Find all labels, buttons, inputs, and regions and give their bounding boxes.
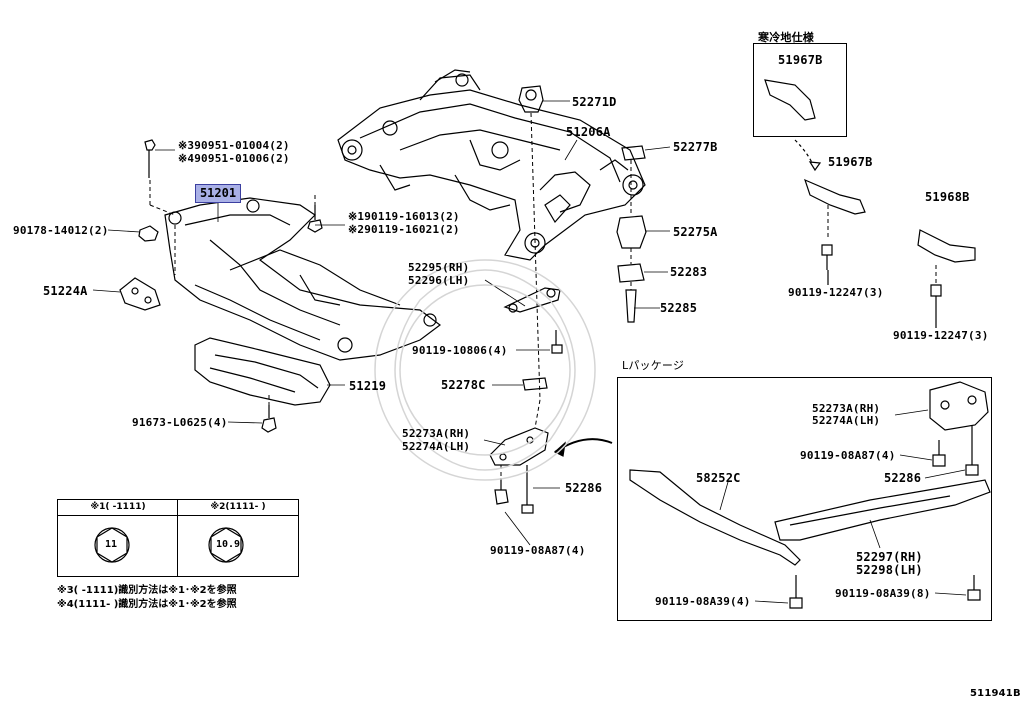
box-part-label-52273A[interactable]: 52273A(RH)	[812, 402, 881, 415]
watermark	[374, 259, 596, 481]
part-label-52278C[interactable]: 52278C	[441, 378, 486, 392]
subframe-assembly-drawing	[337, 69, 646, 261]
part-label-90178[interactable]: 90178-14012(2)	[13, 224, 109, 237]
cold-region-title: 寒冷地仕様	[758, 31, 814, 44]
note-3: ※3( -1111)識別方法は※1･※2を参照	[57, 585, 237, 596]
part-label-52273A[interactable]: 52273A(RH)	[402, 427, 471, 440]
box-part-label-90119-08A87[interactable]: 90119-08A87(4)	[800, 449, 896, 462]
table-header-2: ※2(1111- )	[178, 500, 298, 516]
cold-region-brackets-drawing	[764, 79, 976, 328]
l-package-drawing	[629, 381, 991, 609]
bolt-identification-table: ※1( -1111) ※2(1111- )	[57, 499, 299, 577]
under-cover-51219-drawing	[194, 337, 331, 406]
ref-label-1[interactable]: ※190119-16013(2)	[348, 210, 460, 223]
bolt-mark-11: 11	[105, 539, 118, 550]
diagram-id: 511941B	[970, 688, 1021, 699]
table-header-1: ※1( -1111)	[58, 500, 178, 516]
table-nut-drawings	[94, 527, 244, 563]
l-package-title: Lパッケージ	[622, 359, 685, 372]
table-divider	[177, 500, 178, 576]
part-label-91673[interactable]: 91673-L0625(4)	[132, 416, 228, 429]
subframe-51201-drawing	[164, 197, 441, 361]
part-label-52286[interactable]: 52286	[565, 481, 603, 495]
ref-label-4[interactable]: ※490951-01006(2)	[178, 152, 290, 165]
bolt-mark-10-9: 10.9	[216, 539, 241, 550]
part-label-52295[interactable]: 52295(RH)	[408, 261, 470, 274]
highlighted-part-number[interactable]: 51201	[195, 184, 241, 203]
part-label-90119-12247-b[interactable]: 90119-12247(3)	[893, 329, 989, 342]
part-label-52274A[interactable]: 52274A(LH)	[402, 440, 471, 453]
part-label-51968B[interactable]: 51968B	[925, 190, 970, 204]
cold-region-box	[753, 43, 847, 137]
part-label-58252C[interactable]: 58252C	[696, 471, 741, 485]
part-label-52271D[interactable]: 52271D	[572, 95, 617, 109]
part-label-52285[interactable]: 52285	[660, 301, 698, 315]
part-label-52277B[interactable]: 52277B	[673, 140, 718, 154]
part-label-51967B[interactable]: 51967B	[828, 155, 873, 169]
part-label-52275A[interactable]: 52275A	[673, 225, 718, 239]
ref-label-3[interactable]: ※390951-01004(2)	[178, 139, 290, 152]
part-label-52283[interactable]: 52283	[670, 265, 708, 279]
part-label-90119-10806[interactable]: 90119-10806(4)	[412, 344, 508, 357]
part-label-52296[interactable]: 52296(LH)	[408, 274, 470, 287]
box-part-label-52286[interactable]: 52286	[884, 471, 922, 485]
ref-label-2[interactable]: ※290119-16021(2)	[348, 223, 460, 236]
box-part-label-90119-08A39-a[interactable]: 90119-08A39(4)	[655, 595, 751, 608]
part-label-52298[interactable]: 52298(LH)	[856, 563, 923, 577]
part-label-90119-08A87[interactable]: 90119-08A87(4)	[490, 544, 586, 557]
part-label-51224A[interactable]: 51224A	[43, 284, 88, 298]
part-label-51967B-boxed[interactable]: 51967B	[778, 53, 823, 67]
part-label-51206A[interactable]: 51206A	[566, 125, 611, 139]
part-label-90119-12247-a[interactable]: 90119-12247(3)	[788, 286, 884, 299]
l-package-box	[617, 377, 992, 621]
note-4: ※4(1111- )識別方法は※1･※2を参照	[57, 599, 237, 610]
part-label-52297[interactable]: 52297(RH)	[856, 550, 923, 564]
part-label-51219[interactable]: 51219	[349, 379, 387, 393]
box-part-label-90119-08A39-b[interactable]: 90119-08A39(8)	[835, 587, 931, 600]
box-part-label-52274A[interactable]: 52274A(LH)	[812, 414, 881, 427]
bracket-51224A-drawing	[119, 277, 161, 311]
